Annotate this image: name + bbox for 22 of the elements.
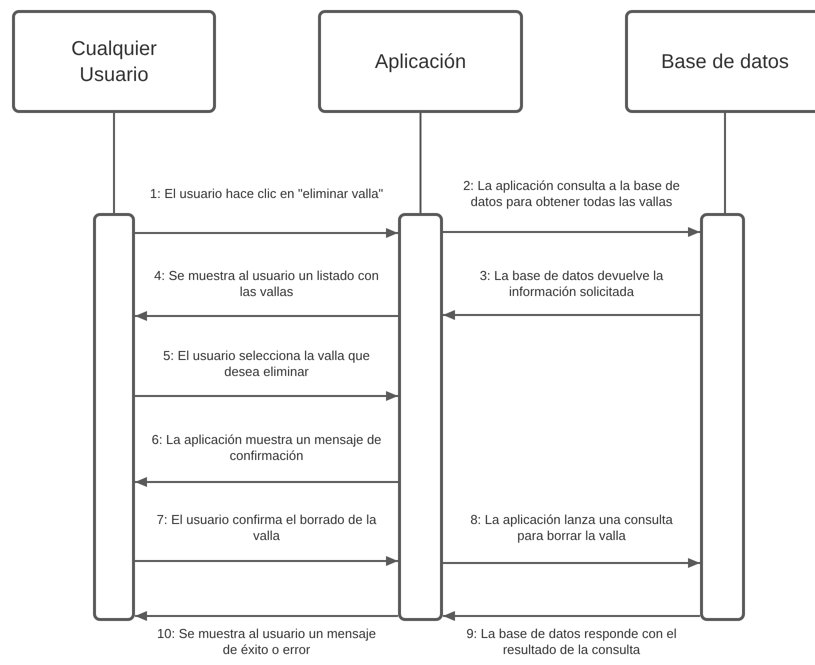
message-arrow	[135, 477, 398, 487]
lifeline	[420, 113, 422, 213]
participant-name: Aplicación	[374, 50, 468, 74]
message-arrow	[443, 310, 700, 320]
message-arrow	[135, 311, 398, 321]
message-arrow	[135, 556, 398, 566]
activation-bar	[700, 213, 745, 621]
participant-box	[625, 10, 815, 113]
participant-box	[318, 10, 523, 113]
message-arrow	[443, 558, 700, 568]
lifeline	[113, 113, 115, 213]
message-arrow	[135, 228, 398, 238]
message-arrow	[135, 391, 398, 401]
participant-name: Base de datos	[660, 50, 790, 74]
message-arrow	[443, 227, 700, 237]
participant-box	[12, 10, 216, 113]
activation-bar	[93, 213, 135, 621]
message-arrow	[135, 611, 398, 621]
lifeline	[724, 113, 726, 213]
message-arrow	[443, 611, 700, 621]
participant-name: Cualquier Usuario	[70, 36, 158, 88]
activation-bar	[398, 213, 443, 621]
